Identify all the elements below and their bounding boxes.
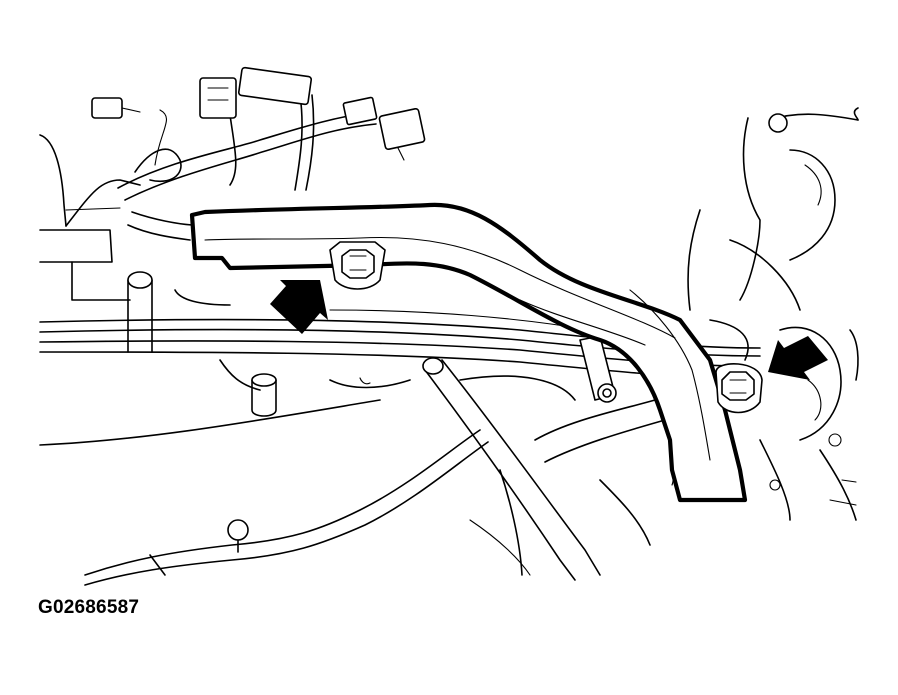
vertical-pipe-left bbox=[127, 271, 231, 353]
indicator-arrow-left bbox=[270, 280, 328, 334]
transmission-housing-right bbox=[687, 107, 859, 521]
bracket-outline bbox=[189, 202, 748, 503]
bracket-bolt-upper bbox=[329, 241, 386, 290]
engine-body-lower bbox=[219, 359, 411, 391]
indicator-arrow-right bbox=[768, 336, 828, 380]
right-edge-details bbox=[829, 329, 859, 506]
bracket-bolt-right bbox=[715, 363, 763, 414]
lower-hoses bbox=[39, 357, 666, 586]
engine-block-left bbox=[39, 134, 141, 301]
connector-upper-right bbox=[342, 96, 426, 161]
wiring-harness bbox=[117, 94, 377, 241]
figure-id-label: G02686587 bbox=[38, 597, 140, 618]
cylinder-fitting bbox=[251, 373, 277, 417]
connector-upper-left bbox=[91, 97, 141, 119]
connector-upper-middle bbox=[199, 66, 313, 119]
